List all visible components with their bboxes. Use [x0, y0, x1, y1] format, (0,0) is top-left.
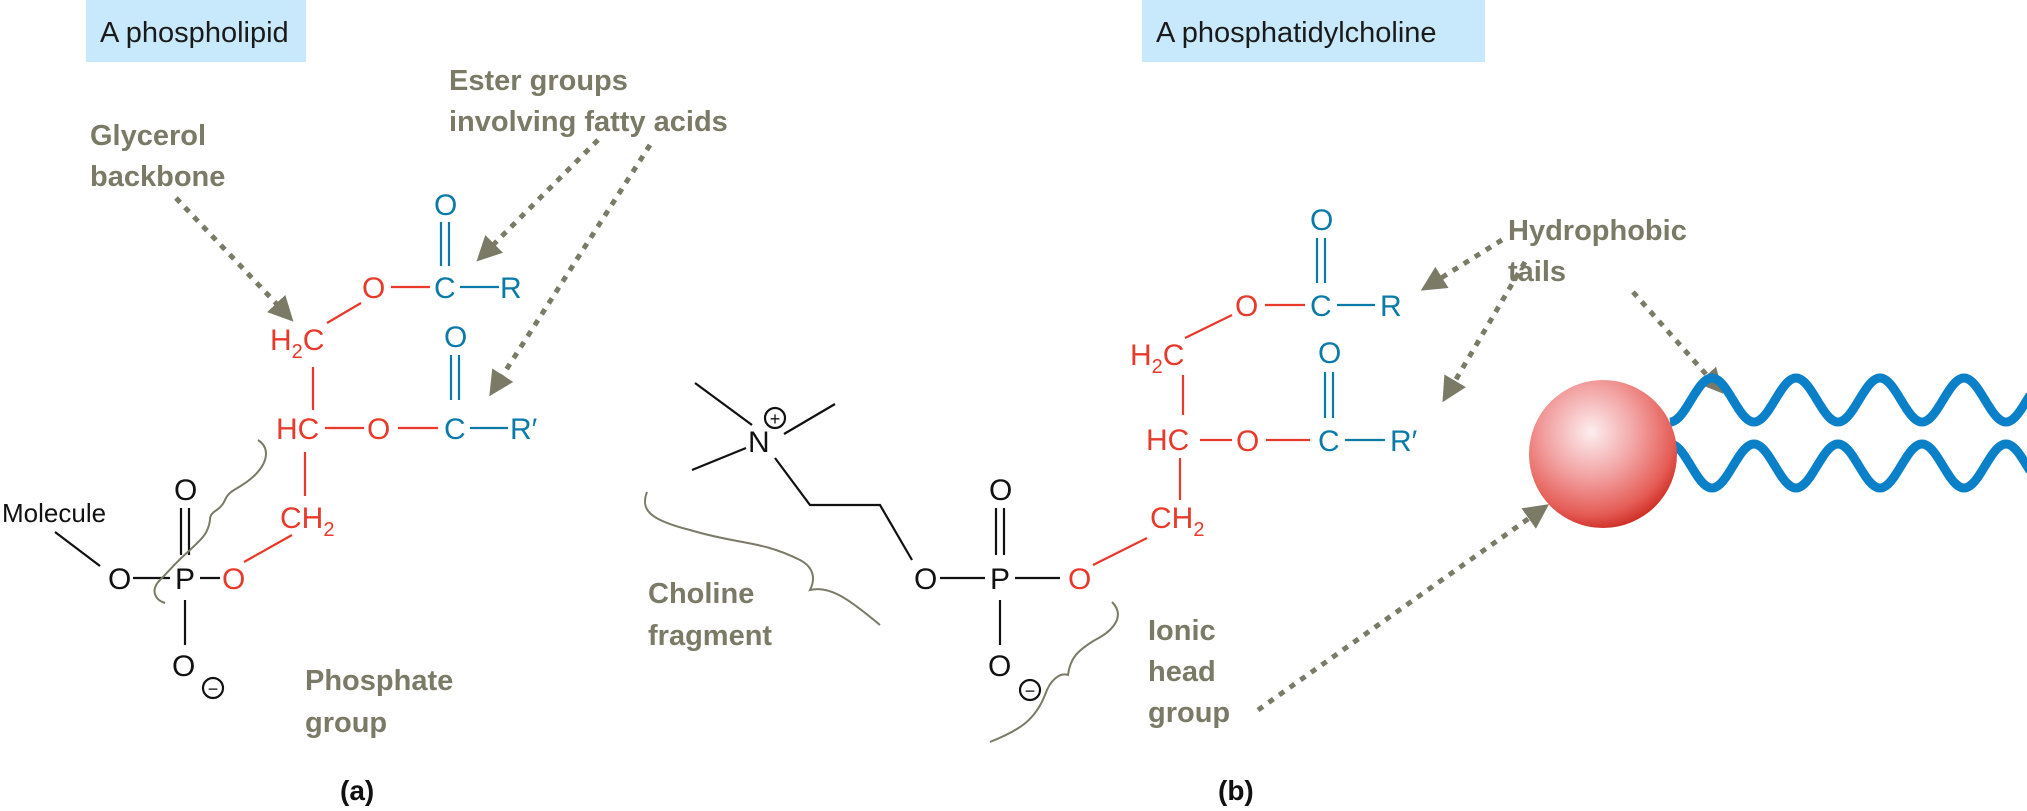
atom-o: O: [989, 474, 1012, 507]
title-box: [1142, 0, 1485, 62]
atom-r: R: [500, 272, 522, 305]
atom-o: O: [362, 272, 385, 305]
atom-h2c: H2C: [270, 324, 324, 363]
title-box: [86, 0, 306, 62]
panel-a: A phospholipid Glycerol backbone Ester g…: [2, 0, 728, 806]
ester-arrow-2: [489, 143, 653, 397]
ionic-label-line3: group: [1148, 697, 1230, 729]
atom-c: C: [1318, 425, 1340, 458]
atom-ch2: CH2: [1150, 502, 1204, 541]
choline-brace: [643, 491, 881, 626]
negative-charge-icon: [1018, 678, 1042, 702]
phosphate-label-line1: Phosphate: [305, 665, 453, 697]
atom-o: O: [444, 321, 467, 354]
atom-r: R: [1380, 290, 1402, 323]
atom-o: O: [434, 189, 457, 222]
atom-h2c: H2C: [1130, 339, 1184, 378]
choline-label-line1: Choline: [648, 578, 754, 610]
ester-arrow-1: [476, 138, 600, 262]
atom-o: O: [1310, 204, 1333, 237]
phosphate-brace: [153, 439, 267, 604]
atom-o: O: [1068, 563, 1091, 596]
panel-b: A phosphatidylcholine N + O P O O O − CH…: [643, 0, 2027, 806]
hydrophobic-label-line1: Hydrophobic: [1508, 215, 1687, 247]
panel-b-title: A phosphatidylcholine: [1156, 17, 1437, 49]
atom-c: C: [434, 272, 456, 305]
atom-o: O: [1236, 425, 1259, 458]
ionic-label-line1: Ionic: [1148, 615, 1216, 647]
ester-label-line1: Ester groups: [449, 65, 628, 97]
svg-text:−: −: [1025, 681, 1036, 701]
ionic-head-arrow: [1256, 504, 1550, 713]
atom-r-prime: R′: [510, 413, 538, 446]
molecule-label: Molecule: [2, 498, 106, 528]
panel-b-label: (b): [1218, 775, 1254, 806]
hydrophobic-label-line2: tails: [1508, 256, 1566, 288]
phosphate-label-line2: group: [305, 707, 387, 739]
atom-r-prime: R′: [1390, 425, 1418, 458]
ionic-label-line2: head: [1148, 656, 1216, 688]
atom-p: P: [990, 563, 1010, 596]
atom-c: C: [444, 413, 466, 446]
atom-o-minus: O: [172, 650, 195, 683]
ester-label-line2: involving fatty acids: [449, 106, 728, 138]
atom-o: O: [1318, 337, 1341, 370]
panel-a-title: A phospholipid: [100, 17, 289, 49]
atom-hc: HC: [1146, 424, 1189, 457]
atom-o: O: [174, 474, 197, 507]
atom-ch2: CH2: [280, 502, 334, 541]
hydrophobic-arrow-1: [1420, 237, 1504, 291]
atom-o: O: [367, 413, 390, 446]
choline-label-line2: fragment: [648, 620, 772, 652]
glycerol-arrow: [174, 196, 294, 322]
atom-c: C: [1310, 290, 1332, 323]
atom-n: N: [748, 426, 770, 459]
atom-o: O: [1235, 290, 1258, 323]
panel-a-label: (a): [340, 775, 374, 806]
svg-text:−: −: [208, 679, 219, 699]
glycerol-label-line2: backbone: [90, 161, 225, 193]
hydrophobic-tail-1: [1669, 373, 2027, 427]
svg-text:+: +: [770, 409, 781, 429]
atom-hc: HC: [276, 413, 319, 446]
atom-o-minus: O: [988, 650, 1011, 683]
positive-charge-icon: [763, 406, 787, 430]
ionic-head-sphere: [1529, 380, 1677, 528]
atom-o: O: [108, 563, 131, 596]
hydrophobic-tail-2: [1669, 439, 2027, 493]
hydrophobic-arrow-3: [1631, 290, 1724, 394]
atom-o: O: [222, 563, 245, 596]
atom-p: P: [175, 563, 195, 596]
glycerol-label-line1: Glycerol: [90, 120, 206, 152]
ionic-brace: [989, 601, 1119, 743]
hydrophobic-arrow-2: [1442, 260, 1528, 403]
negative-charge-icon: [201, 676, 225, 700]
atom-o: O: [914, 563, 937, 596]
